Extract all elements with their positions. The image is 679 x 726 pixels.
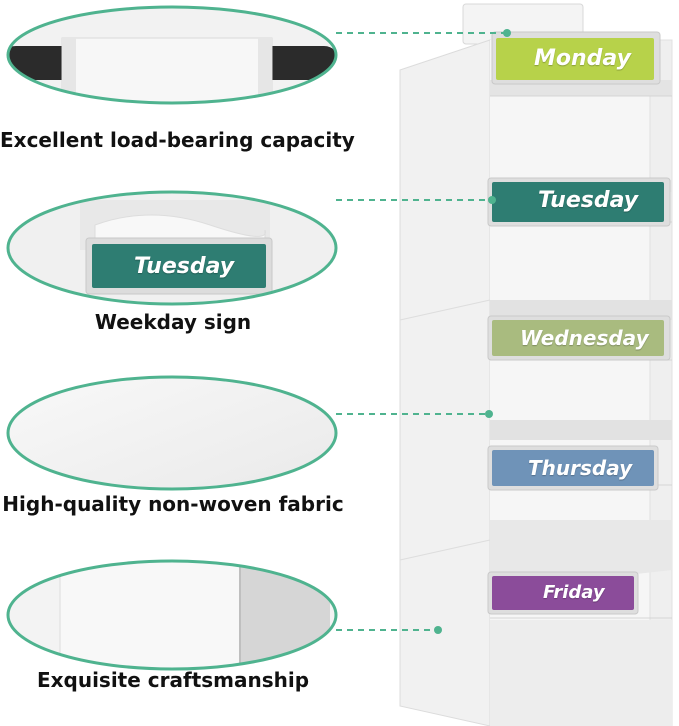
inset-label-tuesday: Tuesday bbox=[134, 254, 235, 279]
caption-craftsmanship: Exquisite craftsmanship bbox=[36, 668, 310, 692]
shelf-label-tuesday: Tuesday bbox=[538, 188, 639, 213]
hanging-organizer bbox=[399, 3, 673, 726]
connector-lines bbox=[336, 29, 511, 634]
caption-weekday-sign: Weekday sign bbox=[94, 310, 252, 334]
shelf-label-monday: Monday bbox=[534, 46, 631, 71]
caption-load-bearing: Excellent load-bearing capacity bbox=[0, 128, 355, 152]
inset-weekday-sign bbox=[8, 192, 336, 304]
caption-fabric: High-quality non-woven fabric bbox=[2, 492, 344, 516]
label-color-wednesday bbox=[492, 320, 664, 356]
inset-craftsmanship bbox=[8, 561, 336, 669]
label-color-thursday bbox=[492, 450, 654, 486]
inset-label-color bbox=[92, 244, 266, 288]
label-color-monday bbox=[496, 38, 654, 80]
inset-fabric-texture bbox=[8, 377, 336, 489]
label-color-friday bbox=[492, 576, 634, 610]
shelf-label-thursday: Thursday bbox=[528, 456, 633, 480]
inset-load-bearing bbox=[8, 7, 336, 103]
label-color-tuesday bbox=[492, 182, 664, 222]
shelf-label-wednesday: Wednesday bbox=[520, 326, 649, 350]
shelf-label-friday: Friday bbox=[543, 582, 605, 603]
